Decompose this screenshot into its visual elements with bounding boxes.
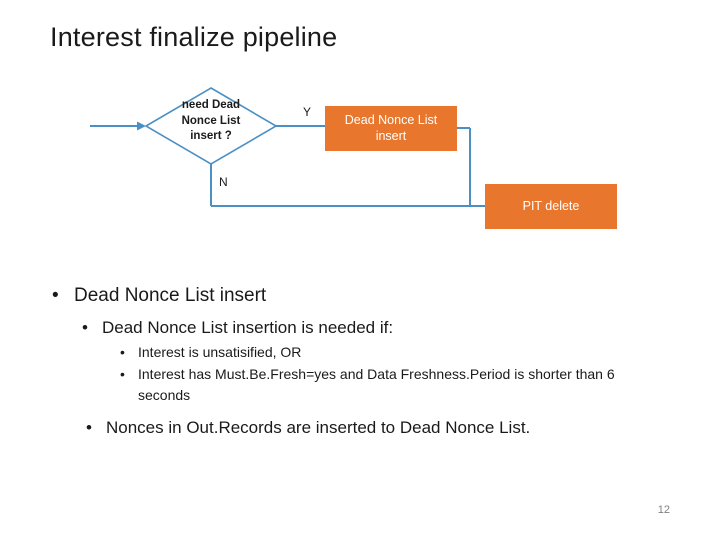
bullet-level2: • Dead Nonce List insertion is needed if… [82, 315, 720, 341]
bullet-level2b: • Nonces in Out.Records are inserted to … [86, 415, 720, 441]
bullet-marker: • [82, 317, 88, 337]
bullet-marker: • [52, 285, 59, 306]
bullet-level3-text-2: Interest has Must.Be.Fresh=yes and Data … [138, 366, 615, 403]
bullet-marker: • [86, 417, 92, 437]
bullet-level1: • Dead Nonce List insert [52, 282, 720, 311]
dead-nonce-list-insert-box: Dead Nonce List insert [325, 106, 457, 151]
bullet-marker: • [120, 366, 125, 383]
bullet-list: • Dead Nonce List insert • Dead Nonce Li… [0, 282, 720, 440]
bullet-level2-text: Dead Nonce List insertion is needed if: [102, 317, 394, 337]
flowchart-connectors [90, 87, 485, 207]
pit-delete-box: PIT delete [485, 184, 617, 229]
bullet-level3-item: • Interest has Must.Be.Fresh=yes and Dat… [120, 364, 720, 405]
bullet-level2b-text: Nonces in Out.Records are inserted to De… [106, 417, 531, 437]
bullet-level3-text-1: Interest is unsatisified, OR [138, 344, 302, 360]
yes-edge-label: Y [303, 105, 312, 119]
bullet-level1-text: Dead Nonce List insert [74, 285, 267, 306]
page-number: 12 [657, 504, 670, 516]
bullet-level3-item: • Interest is unsatisified, OR [120, 342, 720, 362]
decision-label: need Dead Nonce List insert ? [181, 99, 241, 143]
flowchart-diagram: need Dead Nonce List insert ? Y N Dead N… [0, 0, 720, 250]
incoming-arrowhead [137, 121, 146, 131]
bullet-marker: • [120, 344, 125, 360]
no-edge-label: N [219, 175, 228, 189]
page-title: Interest finalize pipeline [50, 22, 338, 52]
